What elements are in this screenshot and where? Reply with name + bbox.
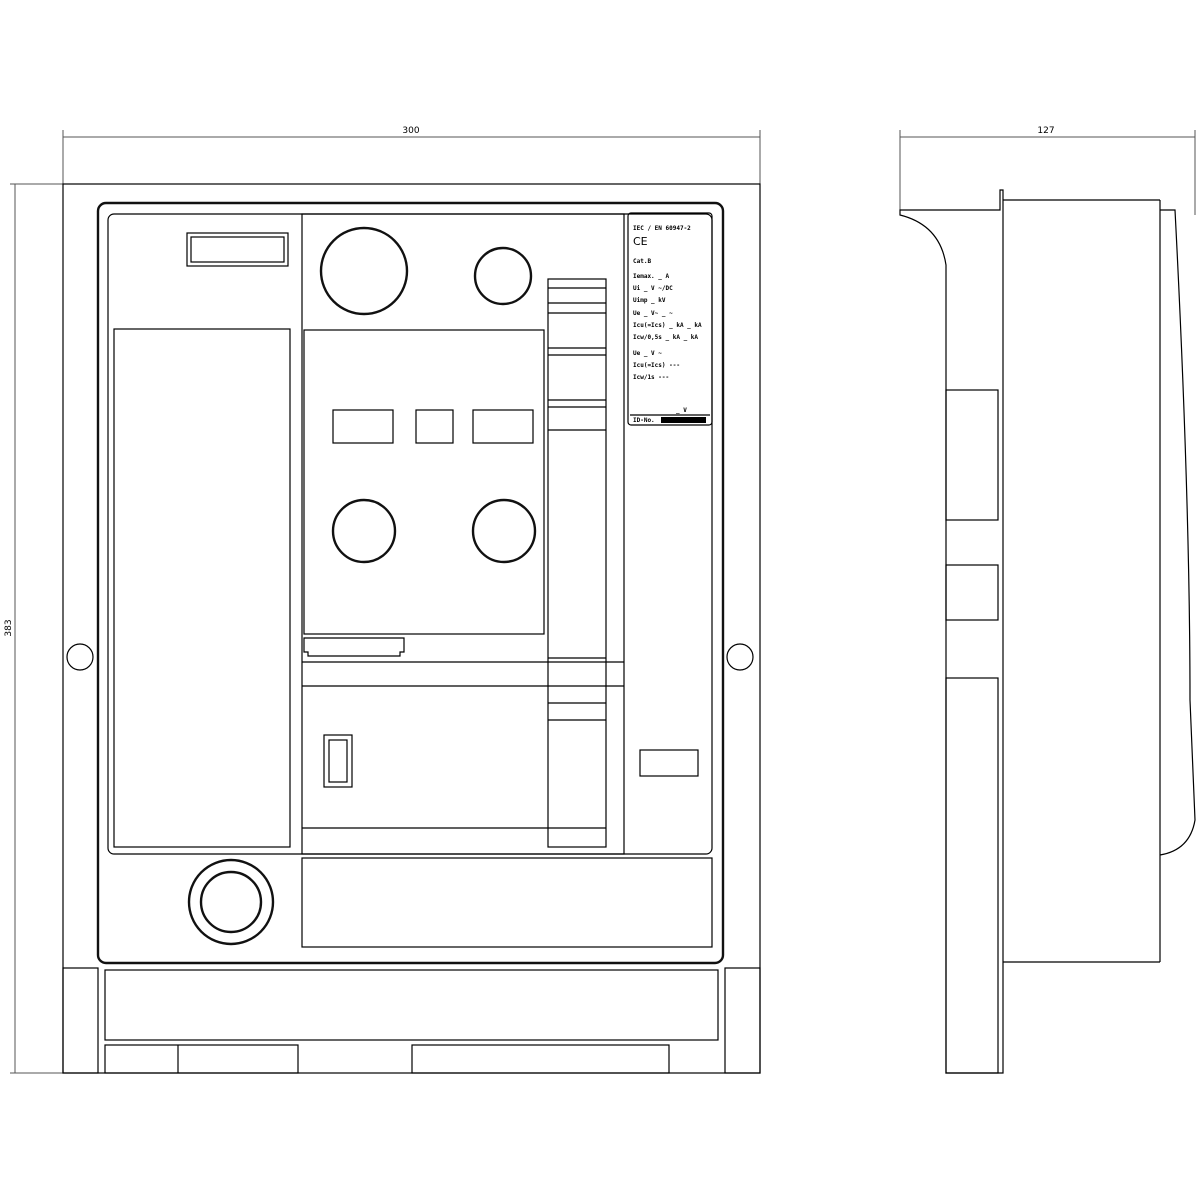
plate-row: Icu(=Ics) _ kA _ kA [633, 322, 702, 329]
main-knob [319, 226, 409, 316]
plate-row: Ui _ V ~/DC [633, 285, 673, 292]
plate-row: Iemax. _ A [633, 273, 670, 280]
plate-row: Ue _ V ~ [633, 350, 662, 357]
plate-row: Icw/0,5s _ kA _ kA [633, 334, 698, 341]
depth-dimension-label: 127 [1037, 126, 1054, 136]
plate-category: Cat.B [633, 258, 651, 265]
plate-row: Uimp _ kV [633, 297, 666, 304]
on-button [331, 498, 397, 564]
plate-row: Icw/1s --- [633, 374, 669, 381]
plate-id-label: ID-No. [633, 417, 655, 424]
depth-dimension: 127 [899, 126, 1196, 215]
emergency-knob [187, 858, 275, 946]
small-knob [473, 246, 533, 306]
ce-mark: CE [633, 235, 648, 248]
off-button [471, 498, 537, 564]
height-dimension: 383 [4, 183, 63, 1074]
side-view [899, 189, 1196, 1074]
front-view [62, 183, 761, 1074]
plate-voltage: _ V [676, 407, 687, 414]
left-cover-panel [113, 328, 291, 848]
height-dimension-label: 383 [4, 619, 14, 636]
plate-standard: IEC / EN 60947-2 [633, 225, 691, 232]
width-dimension: 300 [62, 126, 761, 185]
width-dimension-label: 300 [402, 126, 419, 136]
plate-row: Icu(=Ics) --- [633, 362, 680, 369]
rating-plate: IEC / EN 60947-2 CE Cat.B Iemax. _ A Ui … [627, 212, 713, 426]
plate-row: Ue _ V~ _ ~ [633, 310, 673, 317]
